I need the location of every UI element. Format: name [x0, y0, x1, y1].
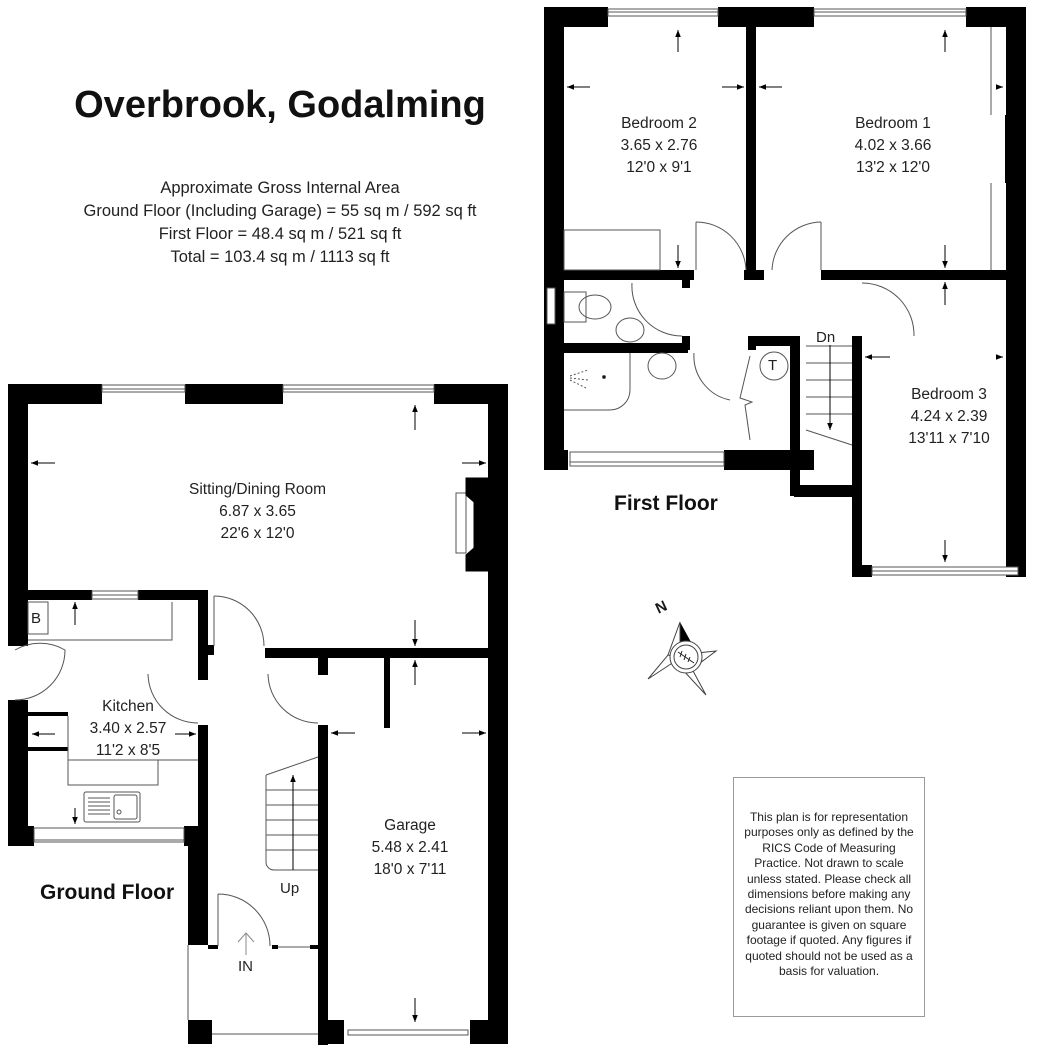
- room-metric: 4.24 x 2.39: [910, 408, 988, 425]
- entrance-label: IN: [238, 958, 253, 975]
- room-bedroom-1: Bedroom 1 4.02 x 3.66 13'2 x 12'0: [818, 113, 968, 179]
- room-metric: 4.02 x 3.66: [854, 137, 932, 154]
- room-imperial: 11'2 x 8'5: [95, 742, 161, 759]
- room-name: Bedroom 3: [911, 386, 987, 403]
- stairs-up-label: Up: [280, 880, 300, 897]
- room-imperial: 18'0 x 7'11: [373, 861, 447, 878]
- ground-floor-label: Ground Floor: [40, 881, 175, 904]
- room-garage: Garage 5.48 x 2.41 18'0 x 7'11: [340, 815, 480, 881]
- room-kitchen: Kitchen 3.40 x 2.57 11'2 x 8'5: [68, 696, 188, 762]
- ground-floor-dimension-arrows: [31, 405, 486, 1022]
- page-title: Overbrook, Godalming: [74, 84, 486, 126]
- tank-label: T: [768, 357, 778, 374]
- room-name: Sitting/Dining Room: [189, 481, 326, 498]
- stairs-down-label: Dn: [816, 329, 836, 346]
- room-name: Bedroom 1: [855, 115, 931, 132]
- room-sitting-dining: Sitting/Dining Room 6.87 x 3.65 22'6 x 1…: [160, 479, 355, 545]
- ground-floor-plan: [8, 384, 508, 1045]
- first-floor-dimension-arrows: [567, 30, 1003, 562]
- disclaimer-text: This plan is for representation purposes…: [744, 810, 914, 979]
- room-imperial: 22'6 x 12'0: [220, 525, 295, 542]
- area-ground-floor: Ground Floor (Including Garage) = 55 sq …: [83, 202, 477, 220]
- area-first-floor: First Floor = 48.4 sq m / 521 sq ft: [158, 225, 402, 243]
- disclaimer-box: This plan is for representation purposes…: [733, 777, 925, 1017]
- boiler-label: B: [31, 610, 42, 627]
- room-bedroom-3: Bedroom 3 4.24 x 2.39 13'11 x 7'10: [874, 384, 1024, 450]
- room-metric: 5.48 x 2.41: [371, 839, 449, 856]
- gross-internal-area: Approximate Gross Internal Area Ground F…: [0, 177, 560, 269]
- room-name: Kitchen: [102, 698, 154, 715]
- room-imperial: 12'0 x 9'1: [626, 159, 692, 176]
- room-name: Bedroom 2: [621, 115, 697, 132]
- ground-floor-fixtures: [14, 384, 489, 1036]
- room-metric: 3.40 x 2.57: [89, 720, 167, 737]
- compass-rose-icon: [647, 621, 718, 696]
- room-imperial: 13'2 x 12'0: [855, 159, 930, 176]
- first-floor-plan: [544, 7, 1026, 577]
- room-metric: 3.65 x 2.76: [620, 137, 698, 154]
- first-floor-label: First Floor: [614, 492, 718, 515]
- area-total: Total = 103.4 sq m / 1113 sq ft: [170, 248, 390, 266]
- room-metric: 6.87 x 3.65: [219, 503, 296, 520]
- room-name: Garage: [384, 817, 436, 834]
- room-bedroom-2: Bedroom 2 3.65 x 2.76 12'0 x 9'1: [584, 113, 734, 179]
- room-imperial: 13'11 x 7'10: [908, 430, 990, 447]
- area-heading: Approximate Gross Internal Area: [160, 179, 400, 197]
- first-floor-fixtures: [546, 8, 1019, 576]
